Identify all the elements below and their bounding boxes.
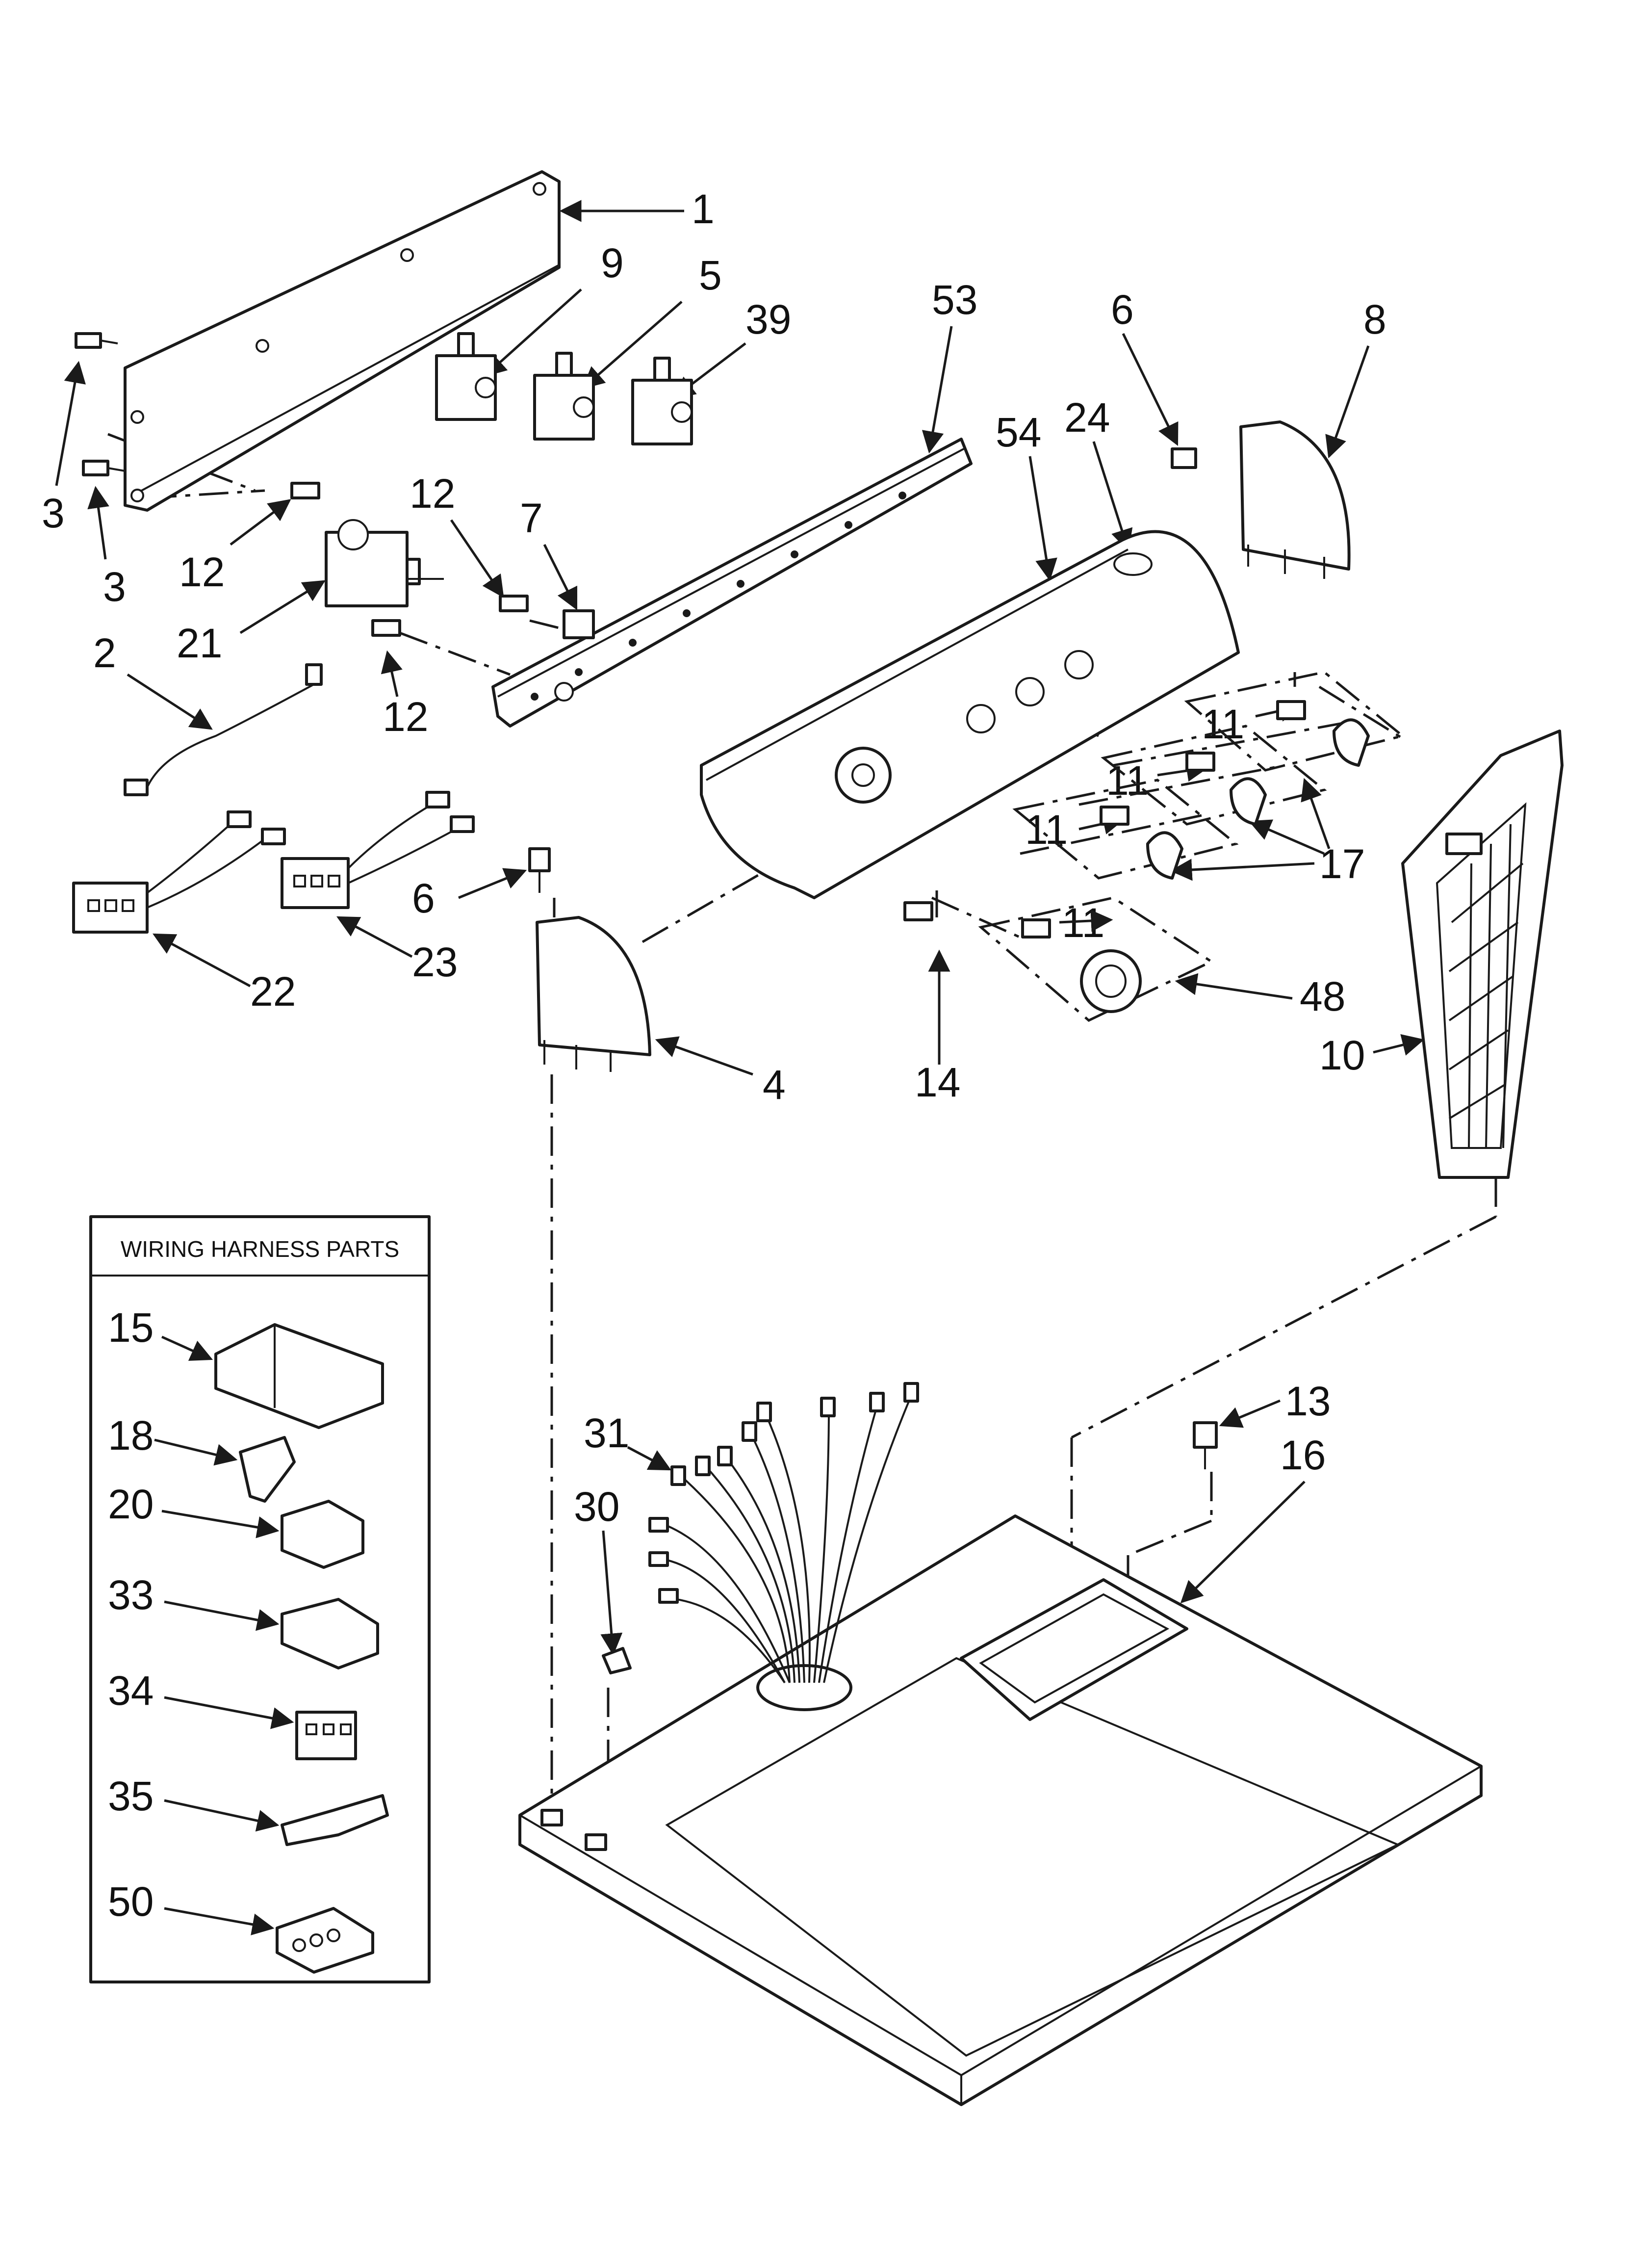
callout-48: 48	[1300, 973, 1345, 1019]
wiring-harness-box: WIRING HARNESS PARTS 15 18 20 33 34	[89, 1215, 431, 1983]
callout-3-lower: 3	[103, 564, 126, 610]
wire-2	[124, 663, 323, 796]
wiring-box-title: WIRING HARNESS PARTS	[121, 1236, 399, 1262]
callout-10: 10	[1319, 1032, 1365, 1078]
screw-3-lower	[82, 460, 126, 476]
clip-7	[563, 609, 595, 639]
callout-2: 2	[93, 630, 116, 676]
callout-6-top: 6	[1111, 287, 1134, 333]
knob-group-17	[1012, 671, 1406, 880]
harness-part-20	[281, 1500, 364, 1569]
leader-arrows	[55, 200, 1425, 1656]
callout-16: 16	[1280, 1432, 1326, 1478]
callout-34: 34	[108, 1668, 154, 1714]
knob-48	[978, 896, 1214, 1022]
callout-9: 9	[601, 240, 624, 286]
callout-13: 13	[1285, 1378, 1331, 1424]
callout-21: 21	[177, 620, 222, 666]
control-bracket	[491, 438, 973, 728]
callout-11-a: 11	[1202, 701, 1244, 747]
screw-12-left	[290, 482, 320, 499]
callout-50: 50	[108, 1878, 154, 1925]
callout-8: 8	[1363, 296, 1386, 342]
lint-filter-10	[1401, 730, 1564, 1179]
callout-18: 18	[108, 1412, 154, 1459]
harness-part-18	[239, 1436, 296, 1503]
screw-14	[903, 901, 933, 921]
switch-39	[631, 357, 693, 445]
callout-12-lower: 12	[383, 694, 428, 740]
harness-part-50	[276, 1907, 374, 1974]
harness-part-34	[295, 1711, 357, 1760]
callout-12-center: 12	[410, 470, 455, 517]
screw-13	[1193, 1421, 1218, 1469]
knob-2	[1185, 752, 1267, 826]
harness-part-35	[281, 1794, 389, 1846]
callout-6-left: 6	[412, 875, 435, 921]
callout-15: 15	[108, 1304, 154, 1351]
callout-53: 53	[932, 277, 977, 323]
switch-5	[533, 352, 595, 441]
top-panel-16	[518, 1382, 1483, 2106]
callout-31: 31	[584, 1410, 629, 1456]
screw-12-center	[499, 595, 529, 612]
callout-23: 23	[412, 939, 458, 985]
harness-part-33	[281, 1598, 379, 1669]
timer-21	[325, 519, 444, 607]
endcap-8	[1239, 420, 1351, 579]
harness-22	[72, 810, 286, 934]
screw-3-upper	[75, 332, 118, 349]
knob-3	[1100, 806, 1183, 880]
console	[700, 530, 1240, 899]
wire-harness-31	[648, 1382, 919, 1711]
callout-35: 35	[108, 1773, 154, 1819]
callout-17: 17	[1319, 841, 1365, 887]
callout-22: 22	[250, 968, 296, 1015]
callout-54: 54	[996, 409, 1041, 455]
harness-part-15	[214, 1323, 384, 1429]
callout-12-left: 12	[179, 549, 225, 595]
callout-33: 33	[108, 1572, 154, 1618]
callout-4: 4	[763, 1062, 786, 1108]
callout-24: 24	[1064, 394, 1110, 441]
callout-20: 20	[108, 1481, 154, 1527]
callout-3-upper: 3	[42, 490, 65, 536]
harness-23	[281, 791, 475, 909]
knob-1	[1276, 700, 1370, 767]
screw-12-lower	[371, 619, 401, 637]
callout-5: 5	[699, 252, 722, 298]
switch-9	[435, 332, 497, 421]
screw-6-left	[528, 847, 551, 893]
callout-14: 14	[915, 1059, 960, 1105]
callout-1: 1	[692, 186, 715, 232]
clip-30	[602, 1647, 632, 1674]
endcap-4	[536, 916, 651, 1072]
callout-7: 7	[520, 495, 543, 541]
rear-panel	[124, 170, 561, 512]
callout-39: 39	[745, 296, 791, 342]
callout-30: 30	[574, 1484, 619, 1530]
screw-6-top	[1171, 447, 1197, 469]
